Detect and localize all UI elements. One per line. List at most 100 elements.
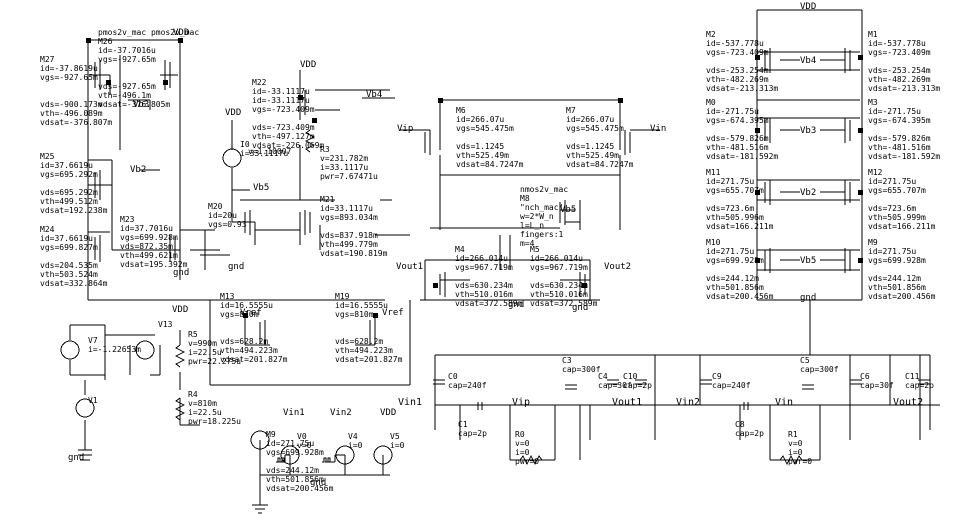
resistor-zigzag	[519, 454, 803, 466]
pin	[243, 313, 248, 318]
wire	[757, 59, 860, 271]
pin	[755, 190, 760, 195]
source-symbol	[75, 398, 95, 418]
device-m11[interactable]: M11 id=271.75u vgs=655.707m vds=723.6m v…	[706, 168, 774, 231]
device-m22[interactable]: M22 id=-33.1117u id=-33.1117u vgs=-723.4…	[252, 78, 325, 150]
device-m6[interactable]: M6 id=266.07u vgs=545.475m vds=1.1245 vt…	[456, 106, 524, 169]
vout2-label: Vout2	[604, 262, 632, 272]
device-m19[interactable]: M19 id=16.5555u vgs=810m vds=628.2m vth=…	[335, 292, 403, 364]
wire	[434, 354, 931, 430]
device-m12[interactable]: M12 id=271.75u vgs=655.707m vds=723.6m v…	[868, 168, 936, 231]
vin2-src-label: Vin2	[330, 408, 352, 418]
wire	[420, 259, 600, 301]
pin	[858, 128, 863, 133]
wire	[439, 99, 621, 185]
device-m24[interactable]: M24 id=37.6619u vgs=699.827m vds=204.535…	[40, 225, 108, 288]
wire	[499, 235, 511, 270]
cap-c11[interactable]: C11 cap=2p	[905, 372, 934, 390]
res-r1[interactable]: R1 v=0 i=0 pwr=0	[788, 430, 813, 466]
res-r0[interactable]: R0 v=0 i=0 pwr=0	[515, 430, 540, 466]
device-m20[interactable]: M20 id=20u vgs=0.93	[208, 202, 247, 229]
cap-c3[interactable]: C3 cap=300f	[562, 356, 601, 374]
device-m25[interactable]: M25 id=37.6619u vgs=695.292m vds=695.292…	[40, 152, 108, 215]
device-m26[interactable]: pmos2v_mac pmos2v_mac M26 id=-37.7016u v…	[98, 28, 200, 109]
device-v13[interactable]: V1	[88, 396, 98, 405]
wire	[105, 334, 161, 376]
device-r5[interactable]: R5 v=990m i=22.5u pwr=22.275u	[188, 330, 241, 366]
cap-c6[interactable]: C6 cap=30f	[860, 372, 894, 390]
vdd-label: VDD	[173, 28, 190, 38]
device-m2[interactable]: M2 id=-537.778u vgs=-723.409m vds=-253.2…	[706, 30, 779, 93]
device-i0[interactable]: I0 i=33.1117u	[240, 140, 289, 158]
wire	[757, 51, 860, 201]
device-m13[interactable]: M13 id=16.5555u vgs=810m vds=628.2m vth=…	[220, 292, 288, 364]
device-m4[interactable]: M4 id=266.014u vgs=967.719m vds=630.234m…	[455, 245, 523, 308]
device-v1[interactable]: V7 i=-1.22653m	[88, 336, 141, 354]
device-r4[interactable]: R4 v=810m i=22.5u pwr=18.225u	[188, 390, 241, 426]
vb3-label: Vb3	[133, 100, 150, 110]
vdd-label-3: VDD	[225, 108, 242, 118]
vout2-label-2: Vout2	[893, 397, 924, 408]
device-m0[interactable]: M0 id=-271.75u vgs=-674.395m vds=-579.82…	[706, 98, 779, 161]
device-m7[interactable]: M7 id=266.07u vgs=545.475m vds=1.1245 vt…	[566, 106, 634, 169]
device-v4[interactable]: V0 v=0	[297, 432, 312, 450]
device-m3[interactable]: M3 id=-271.75u vgs=-674.395m vds=-579.82…	[868, 98, 941, 161]
device-m8[interactable]: nmos2v_mac M8 "nch_mac" w=2*W_n l=L_n fi…	[520, 185, 569, 248]
pulse-symbol	[276, 457, 331, 463]
pin	[106, 80, 111, 85]
wire	[87, 39, 181, 301]
wire	[400, 129, 660, 230]
cap-c4[interactable]: C4 cap=30f	[598, 372, 632, 390]
pin	[298, 95, 303, 100]
transistor-body	[424, 130, 631, 225]
vref-label: Vref	[240, 308, 262, 318]
vb4-label: Vb4	[366, 90, 383, 100]
pin	[433, 283, 438, 288]
vb5-label: Vb5	[253, 183, 270, 193]
wire	[289, 455, 384, 475]
transistor-body	[764, 48, 851, 143]
device-v7[interactable]: V5 i=0	[390, 432, 405, 450]
i0-voltage: v=1.10007	[248, 147, 292, 156]
cap-c8[interactable]: C8 cap=2p	[735, 420, 764, 438]
vdd-label-top: VDD	[800, 2, 817, 12]
gnd-label: gnd	[173, 268, 190, 278]
device-m5[interactable]: M5 id=266.014u vgs=967.719m vds=630.234m…	[530, 245, 598, 308]
device-m10[interactable]: M10 id=271.75u vgs=699.928m vds=244.12m …	[706, 238, 774, 301]
cap-c10[interactable]: C10 cap=2p	[623, 372, 652, 390]
pin	[858, 258, 863, 263]
device-r3[interactable]: R3 v=231.782m i=33.1117u pwr=7.67471u	[320, 145, 378, 181]
device-e0[interactable]: V13	[158, 320, 173, 329]
pin	[618, 98, 623, 103]
gnd-label-4: gnd	[310, 478, 327, 488]
cap-c1[interactable]: C1 cap=2p	[458, 420, 487, 438]
device-v5[interactable]: V4 i=0	[348, 432, 363, 450]
source-symbol	[280, 445, 300, 465]
device-m21[interactable]: M21 id=33.1117u vgs=893.034m vds=837.918…	[320, 195, 388, 258]
vip-label: Vip	[397, 124, 414, 134]
device-m27[interactable]: M27 id=-37.8619u vgs=-927.65m vds=-900.1…	[40, 55, 113, 127]
cap-c0[interactable]: C0 cap=240f	[448, 372, 487, 390]
device-m23[interactable]: M23 id=37.7016u vgs=699.928m vds=872.35m…	[120, 215, 188, 269]
device-m9[interactable]: M9 id=271.75u vgs=699.928m vds=244.12m v…	[868, 238, 936, 301]
pin	[582, 283, 587, 288]
resistor-zigzag	[174, 129, 316, 421]
vip-label-2: Vip	[512, 397, 531, 408]
source-symbol	[335, 445, 355, 465]
pin	[755, 55, 760, 60]
wire	[179, 330, 200, 426]
pin	[858, 190, 863, 195]
cap-c9[interactable]: C9 cap=240f	[712, 372, 751, 390]
gnd-label-2: gnd	[228, 262, 245, 272]
vout1-label: Vout1	[396, 262, 424, 272]
pin	[163, 80, 168, 85]
device-v0[interactable]: M9 id=271.75u vgs=699.928m vds=244.12m v…	[266, 430, 334, 493]
pin	[373, 313, 378, 318]
device-m1[interactable]: M1 id=-537.778u vgs=-723.409m vds=-253.2…	[868, 30, 941, 93]
pin	[438, 98, 443, 103]
vdd-label-4: VDD	[172, 305, 189, 315]
cap-c5[interactable]: C5 cap=300f	[800, 356, 839, 374]
gnd-label-7: gnd	[800, 293, 817, 303]
source-symbol	[222, 148, 242, 168]
